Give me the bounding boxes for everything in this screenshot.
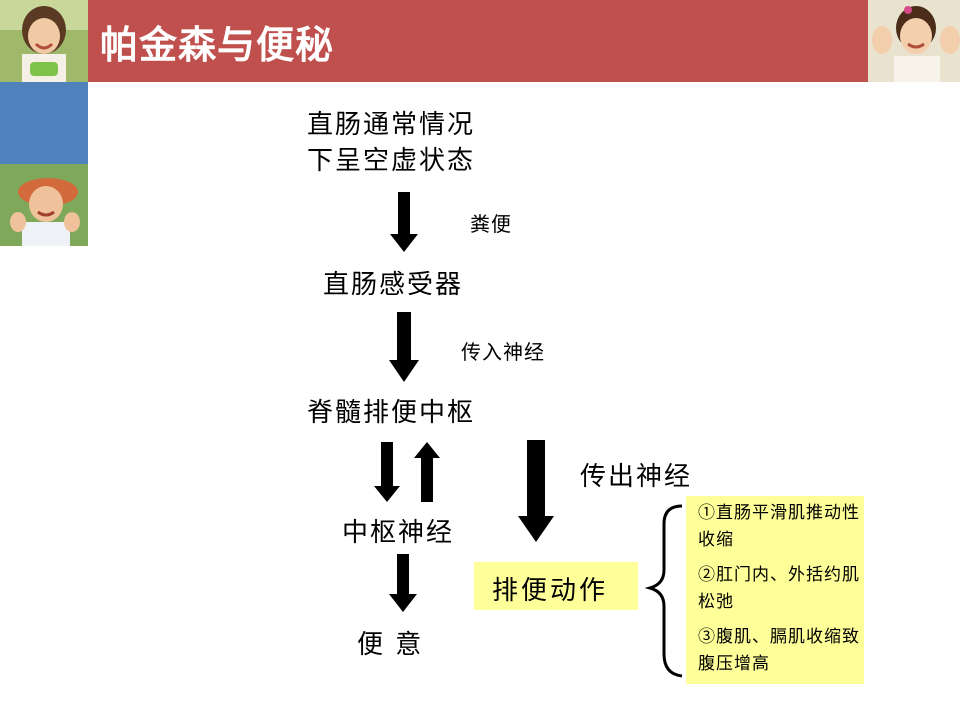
up-arrow-icon [414,442,440,502]
action-item-1: ①直肠平滑肌推动性收缩 [698,503,860,550]
child-photo-top-right [868,0,960,82]
action-list-box: ①直肠平滑肌推动性收缩 ②肛门内、外括约肌松弛 ③腹肌、膈肌收缩致腹压增高 [686,496,864,684]
action-item-2: ②肛门内、外括约肌松弛 [698,565,860,612]
down-arrow-icon [518,440,554,542]
down-arrow-icon [390,192,418,252]
down-arrow-icon [374,442,400,502]
defecation-action-box: 排便动作 [474,562,638,610]
label-efferent-nerve: 传出神经 [580,462,693,492]
slide-title: 帕金森与便秘 [100,23,335,67]
flow-start-line-2: 下呈空虚状态 [307,146,476,176]
flow-start-line-1: 直肠通常情况 [307,110,476,140]
central-nerve: 中枢神经 [342,518,455,548]
child-photo-left [0,164,88,246]
down-arrow-icon [389,312,419,382]
label-afferent-nerve: 传入神经 [461,340,545,364]
child-photo-top-left [0,0,88,82]
title-bar: 帕金森与便秘 [88,0,868,82]
rectal-receptor: 直肠感受器 [323,270,464,300]
curly-brace-icon [644,504,683,678]
spinal-defecation-center: 脊髓排便中枢 [307,398,476,428]
defecation-action-label: 排便动作 [492,576,609,606]
label-feces: 粪便 [470,212,512,236]
down-arrow-icon [389,554,417,612]
action-item-3: ③腹肌、膈肌收缩致腹压增高 [698,627,860,674]
defecation-urge: 便 意 [357,630,424,660]
accent-blue-block [0,82,88,164]
